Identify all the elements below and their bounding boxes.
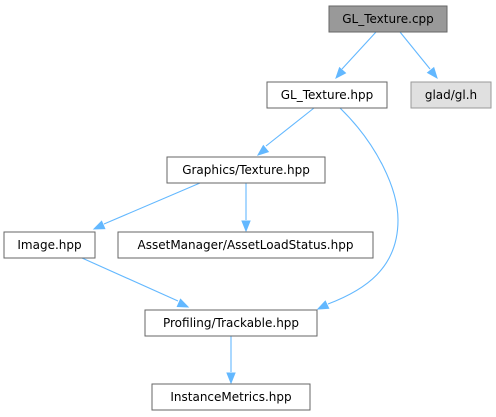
node-box[interactable] <box>328 5 448 33</box>
edge-image_hpp-to-profiling_trackable_hpp <box>81 257 190 308</box>
node-label: AssetManager/AssetLoadStatus.hpp <box>138 238 354 252</box>
node-box[interactable] <box>117 231 374 259</box>
edge-line <box>265 107 315 147</box>
edge-arrowhead <box>92 220 106 230</box>
edge-gl_texture_hpp-to-profiling_trackable_hpp <box>316 107 399 310</box>
edge-graphics_texture_hpp-to-image_hpp <box>92 182 201 230</box>
edge-graphics_texture_hpp-to-asset_load_status_hpp <box>241 183 251 233</box>
node-gl-texture-hpp[interactable]: GL_Texture.hpp <box>266 81 388 109</box>
edge-gl_texture_cpp-to-glad_gl_h <box>399 31 438 80</box>
edges-layer <box>81 31 438 385</box>
node-box[interactable] <box>166 156 326 184</box>
edge-arrowhead <box>256 144 270 156</box>
node-label: GL_Texture.hpp <box>281 88 374 102</box>
node-box[interactable] <box>151 383 311 411</box>
edge-line <box>81 257 179 302</box>
edge-gl_texture_cpp-to-gl_texture_hpp <box>335 31 377 80</box>
node-box[interactable] <box>266 81 388 109</box>
edge-line <box>341 31 377 70</box>
node-label: InstanceMetrics.hpp <box>170 390 291 404</box>
node-gl-texture-cpp[interactable]: GL_Texture.cpp <box>328 5 448 33</box>
node-label: Profiling/Trackable.hpp <box>163 316 299 330</box>
edge-arrowhead <box>176 298 190 308</box>
node-profiling-trackable-hpp[interactable]: Profiling/Trackable.hpp <box>144 309 318 337</box>
node-label: Graphics/Texture.hpp <box>182 163 310 177</box>
node-box[interactable] <box>3 231 96 259</box>
edge-line <box>327 107 399 305</box>
node-graphics-texture-hpp[interactable]: Graphics/Texture.hpp <box>166 156 326 184</box>
node-box[interactable] <box>144 309 318 337</box>
node-label: GL_Texture.cpp <box>342 12 434 26</box>
edge-line <box>399 31 431 70</box>
node-image-hpp[interactable]: Image.hpp <box>3 231 96 259</box>
node-asset-load-status-hpp[interactable]: AssetManager/AssetLoadStatus.hpp <box>117 231 374 259</box>
node-label: glad/gl.h <box>425 88 477 102</box>
node-instance-metrics-hpp[interactable]: InstanceMetrics.hpp <box>151 383 311 411</box>
edge-line <box>103 182 201 225</box>
edge-profiling_trackable_hpp-to-instance_metrics_hpp <box>226 336 236 385</box>
edge-arrowhead <box>316 300 330 310</box>
node-glad-gl-h[interactable]: glad/gl.h <box>410 81 492 109</box>
edge-arrowhead <box>426 66 438 80</box>
edge-arrowhead <box>241 220 251 233</box>
node-label: Image.hpp <box>17 238 81 252</box>
node-box[interactable] <box>410 81 492 109</box>
edge-arrowhead <box>335 66 347 80</box>
edge-gl_texture_hpp-to-graphics_texture_hpp <box>256 107 315 156</box>
edge-arrowhead <box>226 372 236 385</box>
